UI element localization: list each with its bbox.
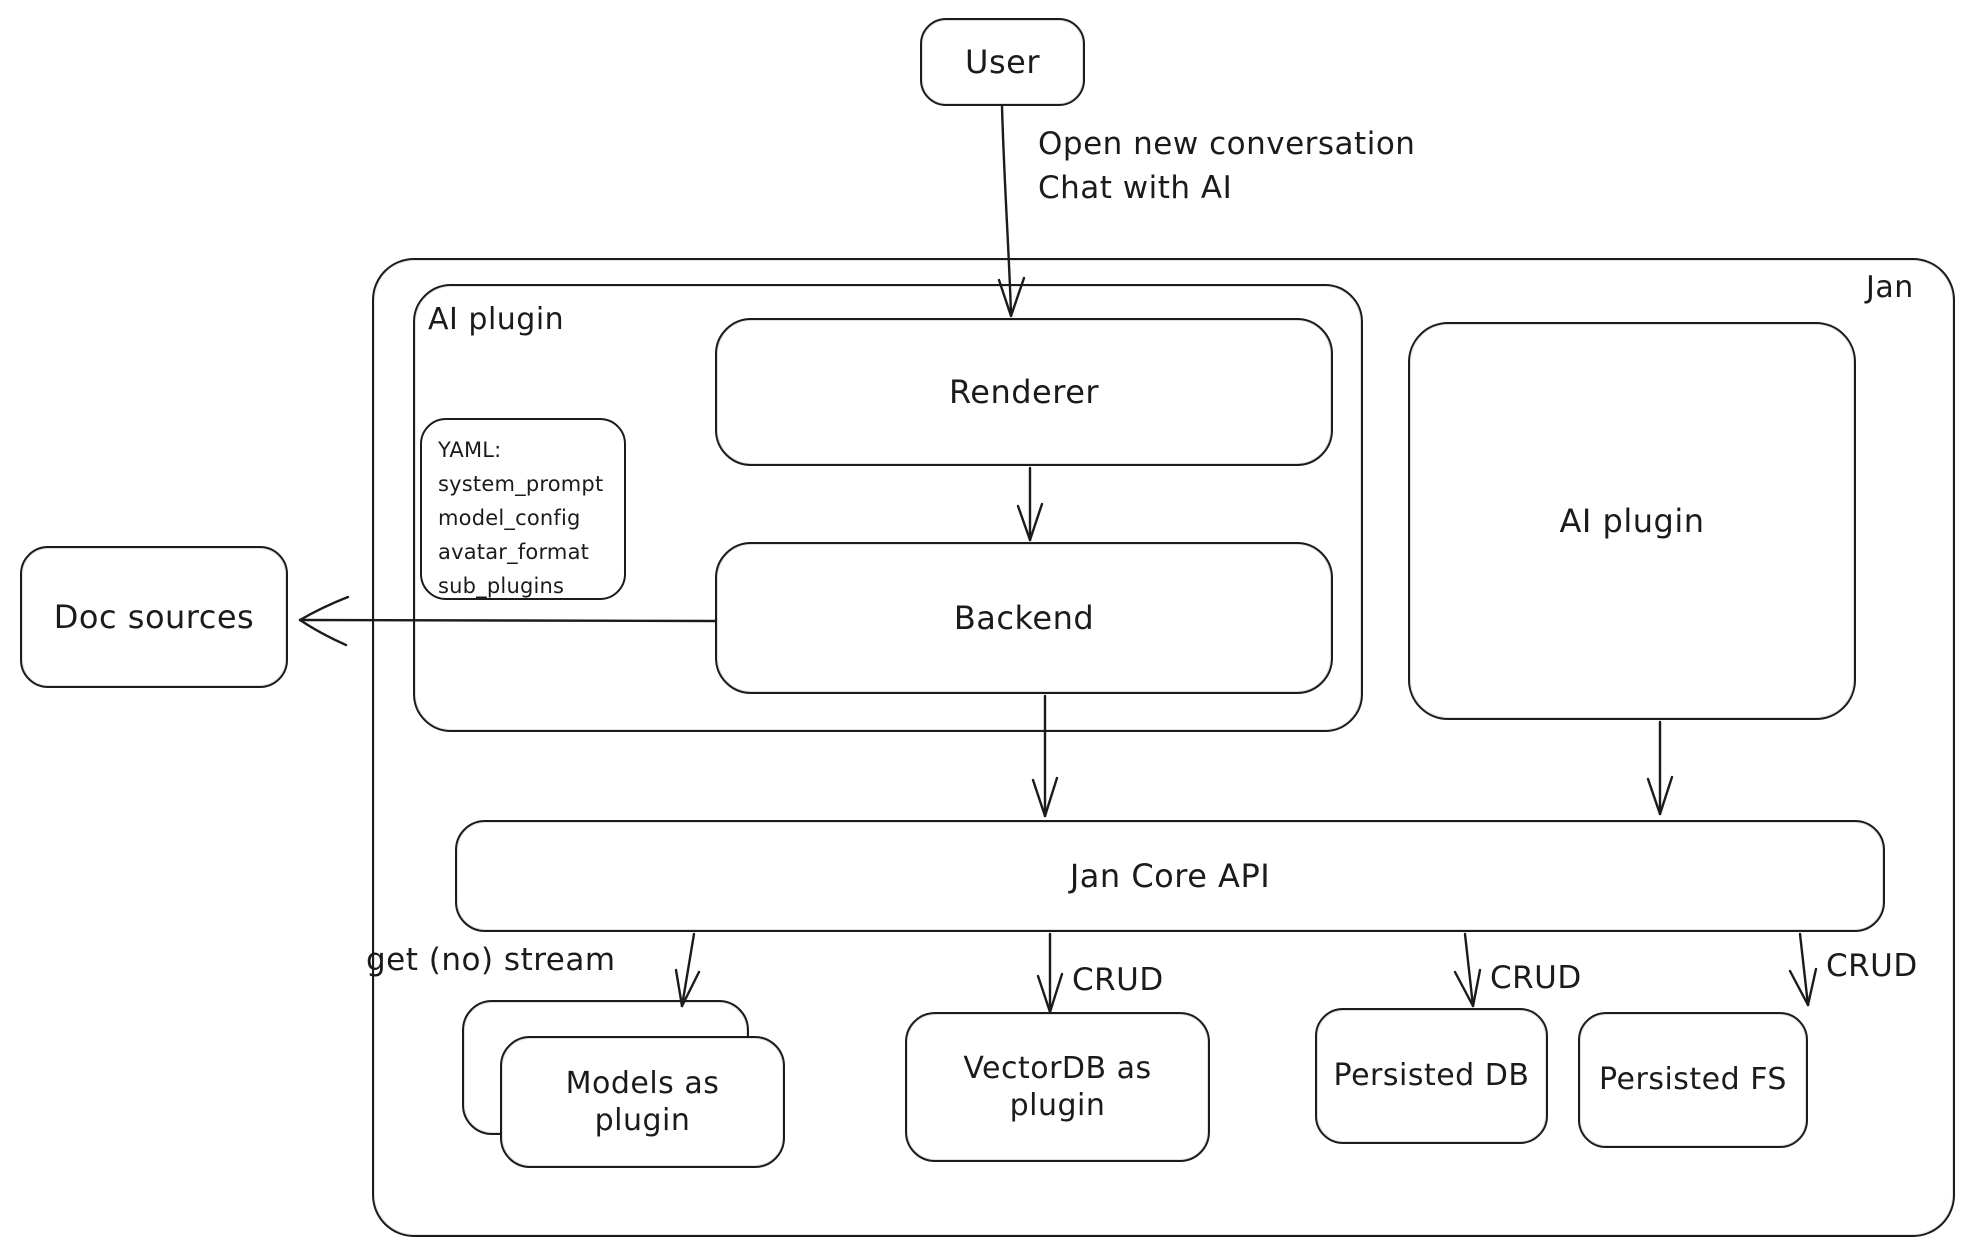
yaml-line: model_config — [438, 506, 581, 530]
crud-label-vectordb: CRUD — [1072, 962, 1164, 998]
user-arrow-label-line2: Chat with AI — [1038, 170, 1233, 206]
ai-plugin-group-label: AI plugin — [428, 302, 565, 337]
ai-plugin-box: AI plugin — [1408, 322, 1856, 720]
vectordb-label: VectorDB as plugin — [963, 1050, 1152, 1124]
jan-core-api-label: Jan Core API — [1069, 857, 1271, 895]
user-label: User — [965, 43, 1040, 81]
yaml-title: YAML: — [438, 438, 502, 462]
persisted-fs-label: Persisted FS — [1599, 1062, 1787, 1098]
doc-sources-label: Doc sources — [53, 598, 255, 636]
get-stream-label: get (no) stream — [366, 942, 616, 978]
crud-label-persisted-fs: CRUD — [1826, 948, 1918, 984]
backend-label: Backend — [953, 599, 1095, 637]
yaml-note: YAML: system_prompt model_config avatar_… — [420, 418, 626, 600]
doc-sources-box: Doc sources — [20, 546, 288, 688]
jan-label: Jan — [1866, 270, 1914, 305]
ai-plugin-group — [413, 284, 1363, 732]
yaml-line: system_prompt — [438, 472, 604, 496]
user-arrow-label: Open new conversation Chat with AI — [1038, 122, 1415, 210]
yaml-line: sub_plugins — [438, 574, 565, 598]
persisted-db-label: Persisted DB — [1333, 1058, 1530, 1094]
crud-label-persisted-db: CRUD — [1490, 960, 1582, 996]
renderer-label: Renderer — [948, 373, 1100, 411]
models-plugin-label: Models as plugin — [565, 1065, 720, 1139]
backend-box: Backend — [715, 542, 1333, 694]
user-box: User — [920, 18, 1085, 106]
jan-core-api-box: Jan Core API — [455, 820, 1885, 932]
models-plugin-box: Models as plugin — [500, 1036, 785, 1168]
user-arrow-label-line1: Open new conversation — [1038, 126, 1416, 162]
ai-plugin-label: AI plugin — [1559, 502, 1705, 540]
yaml-line: avatar_format — [438, 540, 590, 564]
persisted-db-box: Persisted DB — [1315, 1008, 1548, 1144]
jan-container — [372, 258, 1955, 1237]
persisted-fs-box: Persisted FS — [1578, 1012, 1808, 1148]
renderer-box: Renderer — [715, 318, 1333, 466]
vectordb-box: VectorDB as plugin — [905, 1012, 1210, 1162]
